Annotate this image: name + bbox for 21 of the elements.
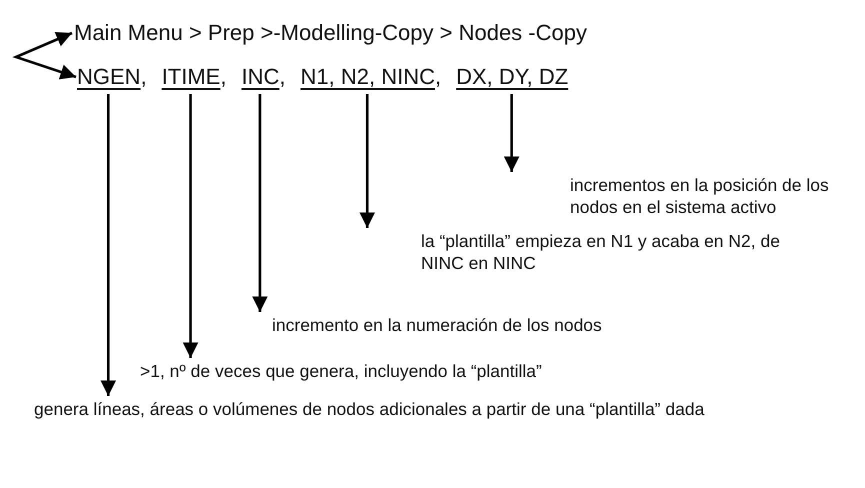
parameter-name: DX, DY, DZ (455, 64, 568, 94)
menu-path-text: Main Menu > Prep >-Modelling-Copy > Nodes -Copy (72, 20, 587, 46)
arrow (12, 32, 76, 80)
parameter-name: INC (240, 64, 280, 94)
parameter-name: NGEN (76, 64, 141, 94)
description-text: incrementos en la posición de los nodos en el sistema activo (570, 174, 865, 218)
comma-separator: , (434, 64, 442, 90)
comma-separator: , (220, 64, 226, 90)
arrow (504, 94, 520, 172)
arrow (100, 94, 116, 396)
description-text: genera líneas, áreas o volúmenes de nodos adicionales a partir de una “plantilla” dada (34, 398, 834, 420)
comma-separator: , (279, 64, 286, 90)
arrow (252, 94, 268, 312)
parameter-name: ITIME (160, 64, 220, 94)
arrow (359, 94, 376, 228)
comma-separator: , (140, 64, 147, 90)
parameter-name: N1, N2, NINC (300, 64, 435, 94)
arrow (182, 94, 198, 358)
description-text: la “plantilla” empieza en N1 y acaba en N2, de NINC en NINC (421, 230, 811, 274)
description-text: incremento en la numeración de los nodos (272, 314, 692, 336)
description-text: >1, nº de veces que genera, incluyendo la “plantilla” (140, 360, 660, 382)
